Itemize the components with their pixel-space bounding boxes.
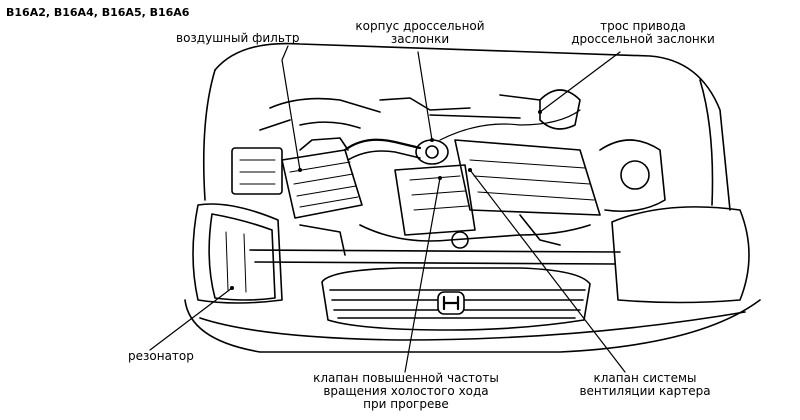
- label-throttle-cable: трос привода дроссельной заслонки: [548, 20, 738, 46]
- air-filter-box: [281, 149, 363, 219]
- bumper-lower: [199, 311, 746, 341]
- label-idle-valve: клапан повышенной частоты вращения холос…: [276, 372, 536, 411]
- intake-tube: [343, 138, 422, 152]
- label-air-filter: воздушный фильтр: [176, 31, 300, 45]
- left-fender: [202, 69, 216, 201]
- front-body: [184, 299, 761, 353]
- label-throttle-body-line2: заслонки: [390, 32, 450, 46]
- throttle-body: [415, 139, 449, 165]
- valve-cover: [454, 139, 601, 216]
- resonator-body: [208, 213, 276, 301]
- model-codes: B16A2, B16A4, B16A5, B16A6: [6, 6, 190, 19]
- label-throttle-body-line1: корпус дроссельной: [355, 19, 485, 33]
- label-pcv-valve-line1: клапан системы: [593, 371, 697, 385]
- label-throttle-body: корпус дроссельной заслонки: [340, 20, 500, 46]
- grille-outline: [321, 267, 591, 331]
- leader-lines: [149, 45, 626, 373]
- left-headlight: [192, 203, 283, 304]
- throttle-cable: [439, 109, 581, 141]
- label-pcv-valve-line2: вентиляции картера: [579, 384, 711, 398]
- label-idle-valve-line2: вращения холостого хода: [323, 384, 489, 398]
- label-idle-valve-line3: при прогреве: [363, 397, 449, 411]
- label-throttle-cable-line2: дроссельной заслонки: [571, 32, 715, 46]
- label-resonator: резонатор: [128, 349, 194, 363]
- label-throttle-cable-line1: трос привода: [600, 19, 686, 33]
- right-headlight: [611, 206, 750, 304]
- label-idle-valve-line1: клапан повышенной частоты: [313, 371, 499, 385]
- right-fender-inner: [699, 79, 714, 206]
- hood-outline: [214, 42, 731, 211]
- label-pcv-valve: клапан системы вентиляции картера: [560, 372, 730, 398]
- fuse-box: [231, 147, 283, 195]
